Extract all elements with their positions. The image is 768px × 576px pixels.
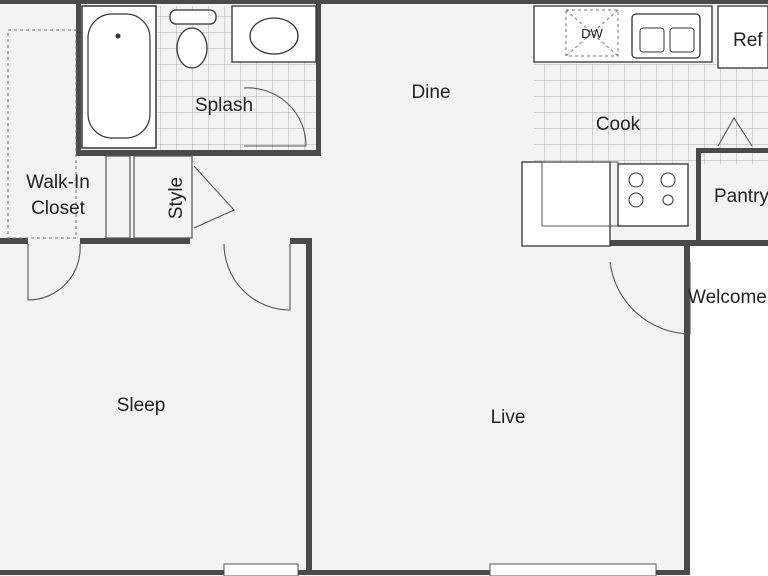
floor-welcome [690, 246, 768, 576]
closet-rod [105, 155, 131, 239]
sink [249, 17, 299, 55]
closet-door [27, 243, 81, 301]
label-walk-in-closet-2: Closet [31, 198, 86, 219]
label-ref: Ref [733, 30, 763, 51]
kitchen-peninsula [521, 161, 611, 247]
label-walk-in-closet-1: Walk-In [26, 172, 90, 193]
kitchen-sink [631, 13, 701, 59]
stove [617, 163, 689, 227]
label-dw: DW [581, 26, 603, 41]
style-door [193, 165, 235, 229]
label-live: Live [491, 407, 526, 428]
toilet [176, 27, 208, 69]
label-style: Style [166, 177, 187, 219]
label-cook: Cook [596, 114, 641, 135]
bath-door [243, 87, 307, 147]
label-welcome: Welcome [688, 287, 767, 308]
refrigerator [717, 5, 768, 69]
label-splash: Splash [195, 95, 253, 116]
label-dine: Dine [411, 82, 450, 103]
bedroom-window [223, 563, 299, 576]
entry-door [609, 261, 691, 335]
dishwasher [565, 9, 619, 57]
label-sleep: Sleep [117, 395, 166, 416]
living-window [489, 563, 657, 576]
pantry-door [717, 116, 753, 147]
style-closet [133, 155, 193, 239]
bathtub-basin [87, 13, 151, 139]
label-pantry: Pantry [714, 186, 768, 207]
floor-kitchen-tile [534, 64, 768, 164]
bedroom-door [223, 243, 291, 311]
